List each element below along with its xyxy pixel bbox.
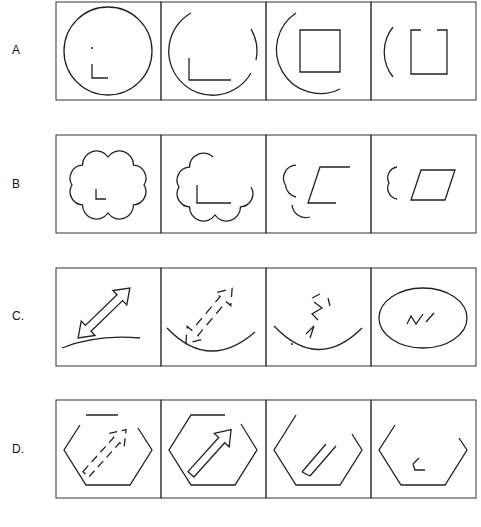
cloud-arc [292,205,310,218]
arrow-shaft [302,444,336,476]
panel-frame [371,135,476,233]
row-label: C. [12,309,24,323]
panel-b2 [177,153,253,221]
panel-frame [161,400,266,498]
hexagon-outline [274,415,362,485]
panel-frame [56,268,161,366]
open-parallelogram [308,167,350,203]
row-label: A [12,43,20,57]
panel-frame [161,2,266,100]
ellipse [379,288,467,348]
panel-d3 [274,415,362,485]
row-b [56,135,476,233]
broken-marks [306,294,330,338]
row-c [56,268,476,366]
square [300,30,340,72]
panel-frame [266,268,371,366]
broken-marks [407,313,434,324]
panel-frame [266,135,371,233]
corner-line [92,64,108,78]
arrow [183,423,238,481]
hexagon-outline [379,425,467,485]
cloud-outline [70,151,146,219]
row-label: B [12,177,20,191]
panel-frame [371,400,476,498]
double-arrow [178,282,240,350]
hexagon-outline [64,415,152,485]
panel-a4 [384,27,447,77]
circle-arc [384,27,393,77]
double-arrow [71,281,137,345]
panel-a2 [169,13,257,95]
arrow [78,423,133,481]
parallelogram [411,170,455,200]
cloud-arc [177,153,253,221]
arrow-outline [183,423,238,481]
panel-frame [56,135,161,233]
panel-frame [266,400,371,498]
circle-arc [276,13,340,94]
panel-frame [56,2,161,100]
arrow-outline [78,423,133,481]
panel-frame [56,400,161,498]
circle-arc [169,13,251,95]
panel-b3 [284,165,350,217]
circle-arc [251,29,257,60]
panel-b1 [70,151,146,219]
panel-d2 [169,415,257,485]
panel-c4 [379,288,467,348]
curve [167,328,255,351]
dot [91,47,93,49]
cloud-arc [388,167,397,199]
panel-a1 [64,7,152,95]
cloud-arc [284,165,296,197]
panel-b4 [388,167,455,200]
dot [291,343,293,345]
arrow-outline [71,281,137,345]
panel-frame [371,268,476,366]
row-a [56,2,476,100]
panel-frame [266,2,371,100]
arrow-outline [178,282,240,350]
circle-outline [64,7,152,95]
corner-line [197,185,231,203]
hexagon-outline [169,415,257,485]
row-label: D. [12,442,24,456]
panel-frame [161,135,266,233]
row-d [56,400,476,498]
curve [274,326,362,350]
panel-d4 [379,425,467,485]
broken-marks [413,458,425,470]
corner-line [189,58,231,80]
panel-a3 [276,13,340,94]
curve [62,337,140,348]
open-square [411,30,447,74]
panel-d1 [64,415,152,485]
panel-frame [161,268,266,366]
panel-c1 [62,281,140,348]
corner-line [96,189,106,199]
panel-c3 [274,294,362,350]
panel-frame [371,2,476,100]
panel-c2 [167,282,255,351]
